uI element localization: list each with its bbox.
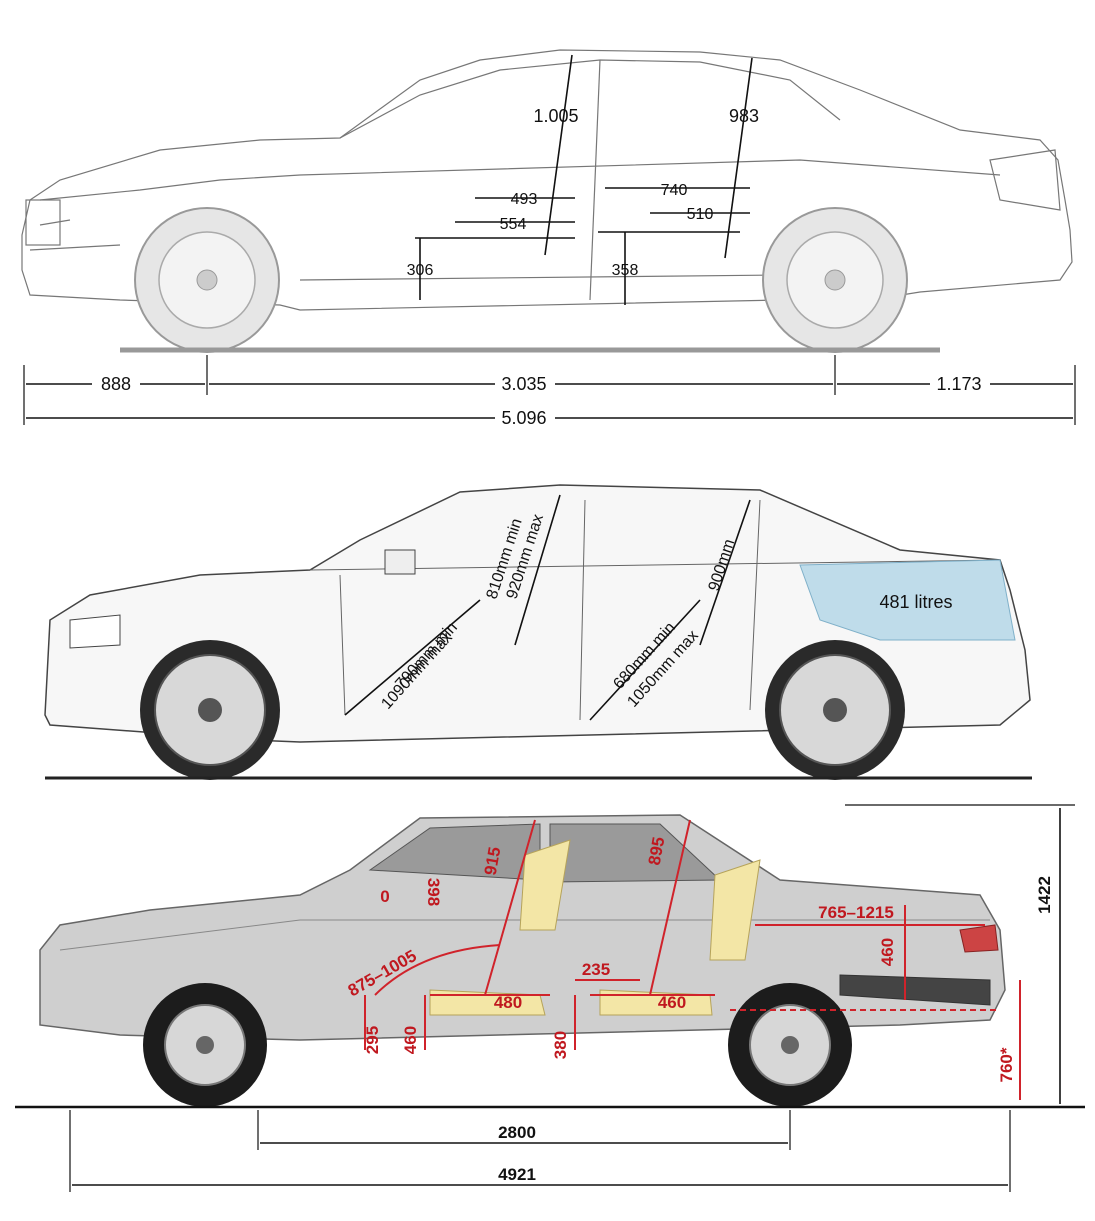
chrysler-drawing: 790mm min 1090mm max 810mm min 920mm max… <box>44 484 1032 780</box>
label-wheelbase: 2800 <box>498 1123 536 1142</box>
label-seat-depth-front: 480 <box>494 993 522 1012</box>
label-seat-height-rear: 380 <box>551 1031 570 1059</box>
label-boot-volume: 481 litres <box>879 592 952 612</box>
volga-rear-wheel <box>728 983 852 1107</box>
volga-front-wheel <box>143 983 267 1107</box>
rear-seat-back <box>709 859 761 961</box>
volga-drawing: 0 398 915 895 875–1005 765–1215 460 480 … <box>15 804 1085 1192</box>
label-trunk-height: 460 <box>878 938 897 966</box>
label-overall-length: 4921 <box>498 1165 536 1184</box>
label-wheelbase: 3.035 <box>501 374 546 394</box>
label-headroom-front: 1.005 <box>533 106 578 126</box>
mercedes-dimension-diagram: 1.005 983 493 554 740 510 306 358 888 3.… <box>0 0 1095 440</box>
chrysler-interior-dimensions <box>344 494 751 721</box>
label-front-headroom: 915 <box>481 845 505 876</box>
label-overall-height: 1422 <box>1035 876 1054 914</box>
mercedes-interior-dimensions <box>415 54 753 305</box>
label-knee-gap: 235 <box>582 960 610 979</box>
label-seat-front-a: 493 <box>511 191 538 208</box>
rear-bumper-strip <box>839 974 991 1006</box>
mercedes-body-outline <box>21 49 1073 311</box>
mirror-shape <box>384 549 416 575</box>
chrysler-rear-wheel <box>765 640 905 780</box>
front-seat-cushion <box>429 989 546 1016</box>
chrysler-front-wheel <box>140 640 280 780</box>
label-seat-height-rear: 358 <box>612 262 639 279</box>
front-seat-back <box>519 839 571 931</box>
mercedes-exterior-dimensions <box>23 355 1076 425</box>
label-overall-length: 5.096 <box>501 408 546 428</box>
label-seat-depth-rear: 460 <box>658 993 686 1012</box>
label-seat-rear-b: 510 <box>687 206 714 223</box>
volga-body <box>39 814 1006 1041</box>
label-seat-front-b: 554 <box>500 216 527 233</box>
label-loading-height: 760* <box>997 1047 1016 1082</box>
mercedes-drawing: 1.005 983 493 554 740 510 306 358 888 3.… <box>21 49 1076 428</box>
volga-interior-dimensions <box>364 819 1021 1100</box>
label-trunk-length: 765–1215 <box>818 903 894 922</box>
label-pedal-angle: 0 <box>380 887 389 906</box>
label-seat-height-front: 460 <box>401 1026 420 1054</box>
label-floor-front: 295 <box>363 1026 382 1054</box>
label-headroom-rear: 983 <box>729 106 759 126</box>
label-seat-height-front: 306 <box>407 262 434 279</box>
trunk-volume-shape <box>799 559 1016 641</box>
chrysler-dimension-diagram: 790mm min 1090mm max 810mm min 920mm max… <box>0 470 1095 800</box>
volga-exterior-dimensions <box>69 804 1075 1192</box>
label-rear-headroom: 895 <box>645 835 669 866</box>
tail-lamp <box>959 924 999 953</box>
label-front-overhang: 888 <box>101 374 131 394</box>
mercedes-front-wheel <box>134 207 280 353</box>
volga-dimension-diagram: 0 398 915 895 875–1005 765–1215 460 480 … <box>0 800 1095 1221</box>
label-rear-overhang: 1.173 <box>936 374 981 394</box>
mercedes-rear-wheel <box>762 207 908 353</box>
rear-seat-cushion <box>599 989 713 1016</box>
label-pedal-dim: 398 <box>424 878 443 906</box>
label-seat-rear-a: 740 <box>661 182 688 199</box>
